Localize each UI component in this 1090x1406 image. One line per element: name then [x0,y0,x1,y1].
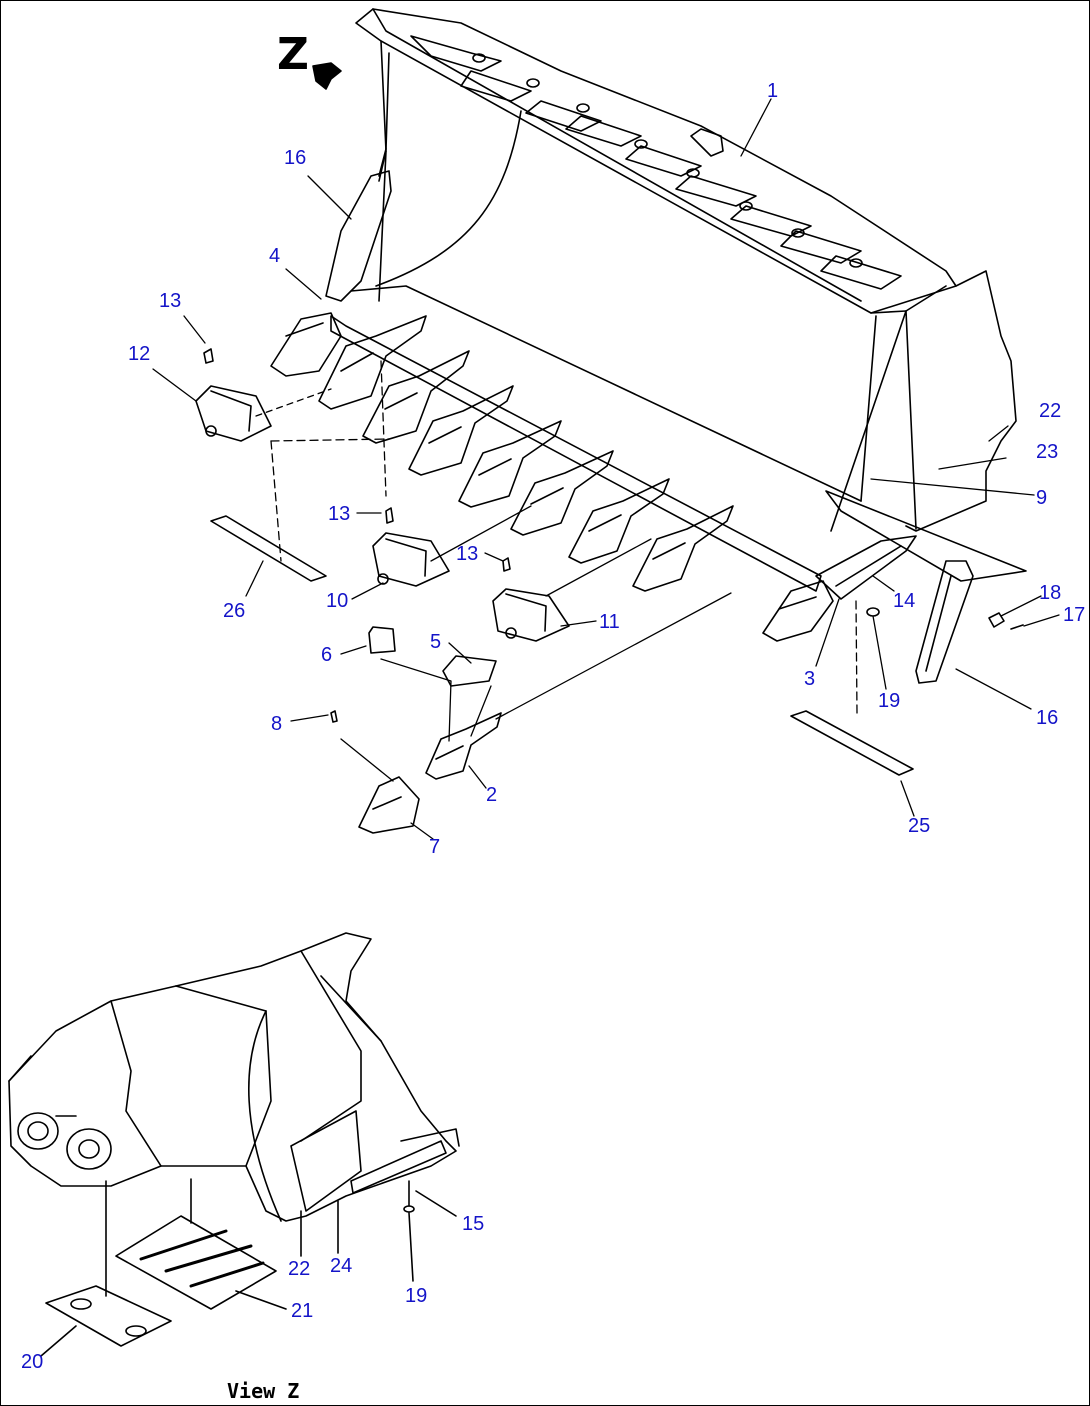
callout-1: 1 [767,80,779,102]
leader-lines-upper [152,98,1060,840]
view-z-drawing [8,932,460,1357]
callout-2: 2 [486,784,498,806]
callout-13: 13 [159,290,182,312]
callout-26: 26 [223,600,246,622]
callout-5: 5 [430,631,442,653]
callout-23: 23 [1036,441,1059,463]
callout-16: 16 [284,147,307,169]
callout-13: 13 [328,503,351,525]
callout-13: 13 [456,543,479,565]
callout-19: 19 [405,1285,428,1307]
callout-9: 9 [1036,487,1048,509]
callout-8: 8 [271,713,283,735]
bucket-body [330,8,1027,592]
callout-16: 16 [1036,707,1059,729]
callout-14: 14 [893,590,916,612]
view-z-arrow [312,62,342,90]
callout-22: 22 [288,1258,311,1280]
callout-15: 15 [462,1213,485,1235]
side-cutter-left [325,52,392,302]
callout-7: 7 [429,836,441,858]
callout-10: 10 [326,590,349,612]
view-z-marker: Z [277,29,309,80]
callout-11: 11 [599,611,620,633]
callout-20: 20 [21,1351,44,1373]
callout-12: 12 [128,343,151,365]
callout-19: 19 [878,690,901,712]
callout-24: 24 [330,1255,353,1277]
callout-18: 18 [1039,582,1062,604]
callout-3: 3 [804,668,816,690]
callout-6: 6 [321,644,333,666]
callout-4: 4 [269,245,281,267]
callout-21: 21 [291,1300,314,1322]
teeth-row [270,312,917,642]
view-z-caption: View Z [227,1379,300,1403]
callout-17: 17 [1063,604,1086,626]
callout-22: 22 [1039,400,1062,422]
callout-25: 25 [908,815,931,837]
